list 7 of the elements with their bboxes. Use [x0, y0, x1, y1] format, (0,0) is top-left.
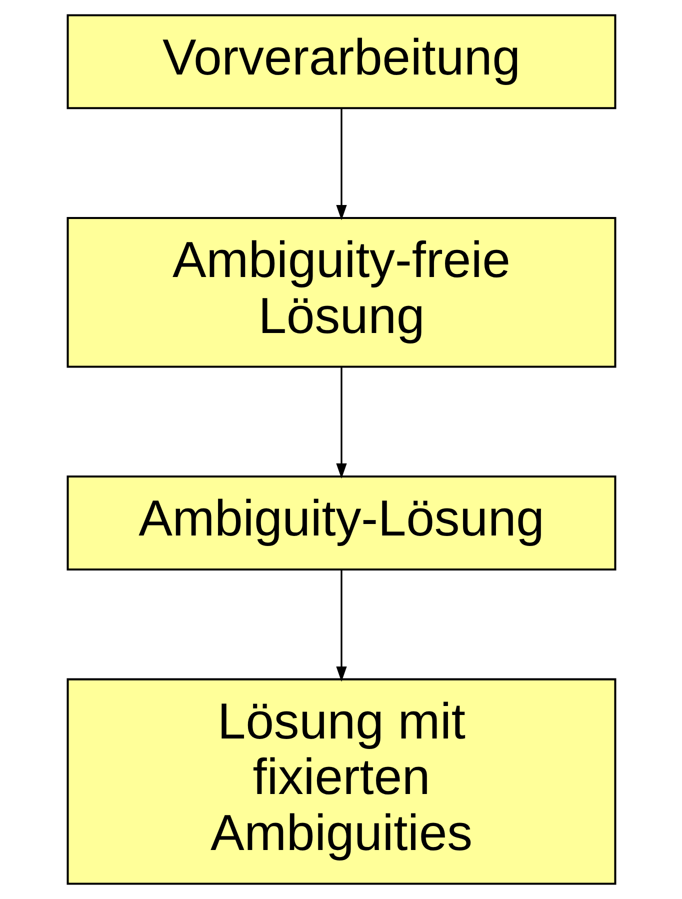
arrow	[336, 367, 346, 479]
node-box: Lösung mit fixierten Ambiguities	[66, 678, 616, 885]
node-box: Vorverarbeitung	[66, 14, 616, 110]
arrow	[336, 570, 346, 682]
arrow	[336, 108, 346, 220]
node-box: Ambiguity-freie Lösung	[66, 217, 616, 368]
node-box: Ambiguity-Lösung	[66, 476, 616, 570]
